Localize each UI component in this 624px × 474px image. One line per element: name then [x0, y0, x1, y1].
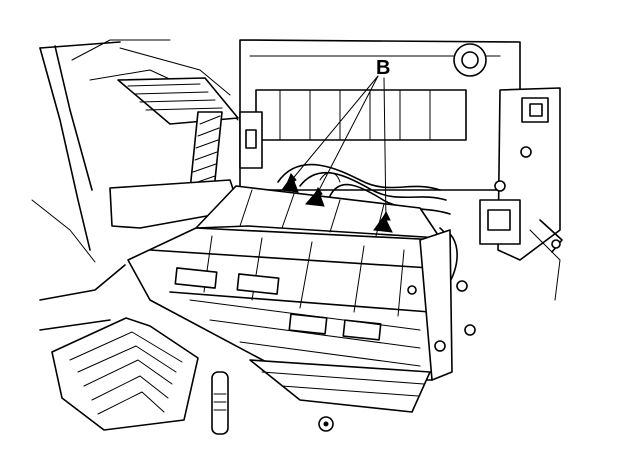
pry-tool	[211, 371, 334, 435]
upper-bracket	[255, 89, 467, 141]
connector-b-3	[373, 215, 393, 233]
callout-label-b: B	[376, 57, 390, 79]
right-mount-bracket	[479, 87, 563, 301]
unit-lower-lip	[249, 359, 431, 413]
callout-leaders	[284, 75, 391, 223]
dash-cavity	[239, 39, 521, 191]
shifter-boot	[51, 317, 199, 431]
lower-left-trim	[31, 179, 241, 331]
left-hatched-trim	[189, 111, 223, 191]
audio-unit	[127, 185, 476, 413]
